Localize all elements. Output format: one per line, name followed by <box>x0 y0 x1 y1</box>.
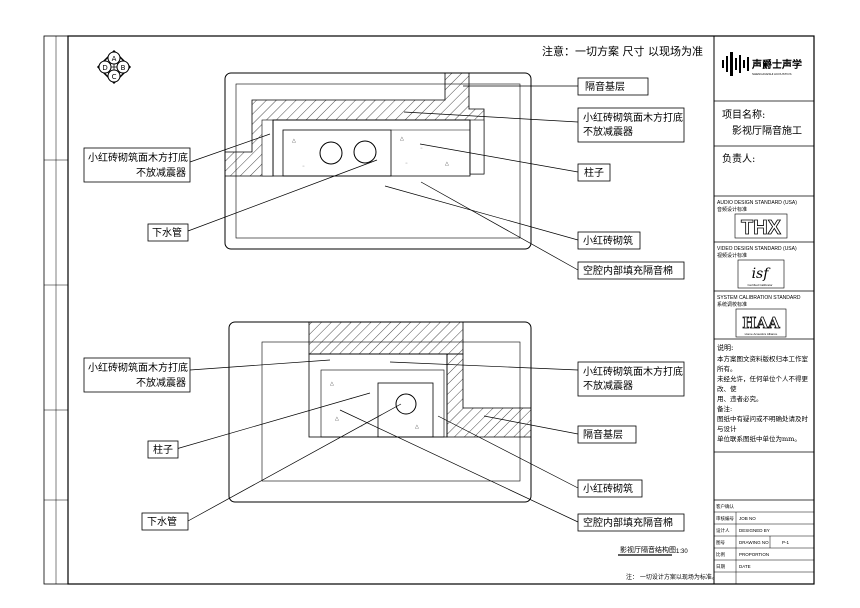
info-value: DRAWING NO <box>739 540 769 545</box>
notes-title: 说明: <box>717 343 733 352</box>
svg-text:△: △ <box>330 381 334 387</box>
plan-top-pipe-right <box>353 140 377 164</box>
compass-b: B <box>121 64 126 72</box>
plan-bottom-label-brick-wood-right-2: 不放减震器 <box>583 379 633 392</box>
plan-top-brick <box>282 129 392 177</box>
info-value: DESIGNED BY <box>739 528 770 533</box>
svg-text:△: △ <box>400 136 404 142</box>
notes-line: 单位联系图纸中单位为mm。 <box>717 434 801 443</box>
svg-text:◦: ◦ <box>405 161 408 167</box>
plan-top-label-brick-wood-left-1: 小红砖砌筑面木方打底 <box>88 151 188 164</box>
info-label: 客户确认 <box>716 503 734 510</box>
plan-top: △ ◦ △ ◦ △ ◦ 隔音基层 小红砖砌筑面木方打底 不放减震器 小红砖砌筑面木方打底… <box>83 72 685 280</box>
notes-line: 所有。 <box>717 364 737 373</box>
plan-top-label-drain-pipe: 下水管 <box>152 226 182 239</box>
compass-c: C <box>112 73 117 81</box>
notes-line: 备注: <box>717 404 732 413</box>
compass-icon: A B C D <box>96 49 132 85</box>
plan-top-label-brick-wood-right-2: 不放减震器 <box>583 125 633 138</box>
svg-text:◦: ◦ <box>360 424 363 430</box>
brand-logo: 声爵士声学 SHENGJUESHI ACOUSTICS <box>722 52 802 76</box>
svg-text:△: △ <box>292 138 296 144</box>
notes-line: 图纸中有疑问或不明确处请及时 <box>717 414 809 423</box>
standard-calibration-cn: 系统调校标准 <box>717 301 747 308</box>
footer-note: 注： 一切设计方案以现场为标准。 <box>626 573 718 581</box>
plan-bottom-label-cavity: 空腔内部填充隔音棉 <box>583 516 673 529</box>
notes-line: 改、使 <box>717 384 737 393</box>
plan-bottom-label-base-layer: 隔音基层 <box>583 428 623 441</box>
plan-top-label-cavity: 空腔内部填充隔音棉 <box>583 264 673 277</box>
svg-text:◦: ◦ <box>420 146 423 152</box>
info-label: 比例 <box>716 551 725 558</box>
plan-bottom-hatched-top <box>308 321 464 355</box>
info-label: 设计人 <box>716 527 730 534</box>
standard-audio-cn: 音频设计标准 <box>717 206 747 213</box>
svg-text:◦: ◦ <box>302 164 305 170</box>
info-extra: P-1 <box>782 540 790 545</box>
plan-top-label-brick-wood-left-2: 不放减震器 <box>136 166 186 179</box>
standard-calibration-en: SYSTEM CALIBRATION STANDARD <box>717 295 801 301</box>
plan-bottom-label-brick-wood-right-1: 小红砖砌筑面木方打底 <box>583 365 683 378</box>
plan-bottom-label-pillar: 柱子 <box>153 443 173 456</box>
notes-line: 用、违者必究。 <box>717 394 763 403</box>
svg-text:△: △ <box>445 161 449 167</box>
title-block: 声爵士声学 SHENGJUESHI ACOUSTICS 项目名称: 影视厅隔音施… <box>713 35 815 585</box>
compass-a: A <box>112 55 117 63</box>
info-value: DATE <box>739 564 751 569</box>
standard-video-cn: 视频设计标准 <box>717 252 747 259</box>
brand-sub: SHENGJUESHI ACOUSTICS <box>752 72 792 76</box>
responsible-label: 负责人: <box>722 152 755 165</box>
info-label: 日期 <box>716 564 725 570</box>
info-value: PROPORTION <box>739 552 769 557</box>
plan-bottom: △ ◦ △ ◦ △ 小红砖砌筑面木方打底 不放减震器 小红砖砌筑面木方打底 不放减震器… <box>83 321 685 532</box>
plan-bottom-pipe <box>395 393 417 415</box>
svg-text:◦: ◦ <box>350 396 353 402</box>
project-label: 项目名称: <box>722 108 765 121</box>
plan-top-pipe-left <box>319 141 343 165</box>
plan-bottom-label-brick-wood-left-1: 小红砖砌筑面木方打底 <box>88 361 188 374</box>
sound-wave-icon <box>722 52 749 76</box>
notes-line: 与设计 <box>717 424 737 433</box>
info-label: 图号 <box>716 540 725 546</box>
svg-text:△: △ <box>335 416 339 422</box>
compass-d: D <box>102 64 107 72</box>
plan-top-label-brick: 小红砖砌筑 <box>583 234 633 247</box>
info-label: 审核编号 <box>716 515 734 522</box>
drawing-scale: 1:30 <box>676 549 688 555</box>
drawing-title: 影视厅隔音结构图 <box>620 545 676 554</box>
haa-logo: HAA <box>742 314 780 332</box>
isf-logo-sub: Certified Calibrator <box>747 283 772 287</box>
brand-name: 声爵士声学 <box>751 58 802 71</box>
standard-audio-en: AUDIO DESIGN STANDARD (USA) <box>717 200 797 206</box>
plan-top-label-pillar: 柱子 <box>584 166 604 179</box>
svg-text:△: △ <box>415 424 419 430</box>
plan-bottom-label-brick: 小红砖砌筑 <box>583 482 633 495</box>
standard-video-en: VIDEO DESIGN STANDARD (USA) <box>717 246 797 252</box>
plan-bottom-pillar <box>377 382 434 438</box>
project-name: 影视厅隔音施工 <box>732 124 802 137</box>
plan-top-label-base-layer: 隔音基层 <box>585 80 625 93</box>
isf-logo: isf <box>752 266 772 282</box>
notes-line: 未经允许，任何单位个人不得更 <box>717 374 809 383</box>
notes-line: 本方案图文资料版权归本工作室 <box>717 354 809 363</box>
haa-logo-sub: Home Acoustics Alliance <box>745 332 778 336</box>
plan-bottom-label-drain-pipe: 下水管 <box>147 515 177 528</box>
plan-top-label-brick-wood-right-1: 小红砖砌筑面木方打底 <box>583 111 683 124</box>
top-note: 注意：一切方案 尺寸 以现场为准 <box>542 44 703 58</box>
info-value: JOB NO <box>739 516 756 521</box>
thx-logo: THX <box>741 217 782 239</box>
plan-bottom-label-brick-wood-left-2: 不放减震器 <box>136 376 186 389</box>
